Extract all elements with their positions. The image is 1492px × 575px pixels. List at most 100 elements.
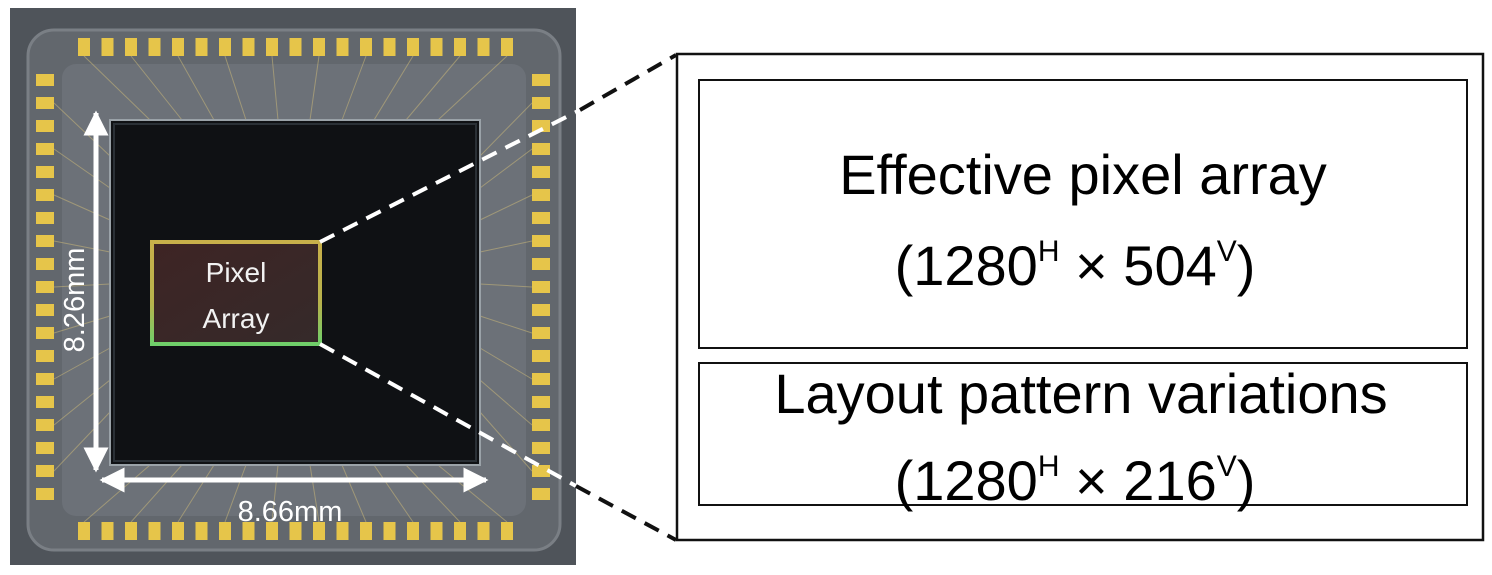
bond-wire bbox=[271, 55, 279, 121]
effective-pixel-array-box bbox=[698, 79, 1468, 349]
effective-size-open: (1280 bbox=[895, 234, 1038, 297]
bond-pad bbox=[125, 522, 137, 540]
bond-pad bbox=[532, 465, 550, 477]
bond-wire bbox=[479, 148, 533, 189]
callout-line-bottom-photo bbox=[319, 342, 577, 488]
layout-pattern-title: Layout pattern variations bbox=[774, 362, 1387, 425]
bond-wire bbox=[479, 347, 533, 380]
bond-pad bbox=[36, 304, 54, 316]
bond-pad bbox=[501, 38, 513, 56]
layout-size-v-sup: V bbox=[1217, 450, 1237, 483]
effective-size-times: × 504 bbox=[1059, 234, 1216, 297]
die-edge-highlight bbox=[113, 123, 477, 462]
bond-pad bbox=[477, 522, 490, 540]
height-dimension-label: 8.26mm bbox=[59, 248, 91, 353]
layout-pattern-box bbox=[698, 362, 1468, 506]
width-dimension-label: 8.66mm bbox=[238, 496, 343, 528]
bond-pad bbox=[532, 166, 550, 178]
bond-pad bbox=[36, 166, 54, 178]
effective-pixel-array-size: (1280H × 504V) bbox=[895, 234, 1256, 297]
bond-pad bbox=[36, 143, 54, 155]
bond-pad bbox=[36, 235, 54, 247]
bond-pad bbox=[532, 97, 550, 109]
callout-line-top-page bbox=[579, 53, 677, 112]
bond-pad bbox=[36, 97, 54, 109]
bond-pad bbox=[532, 212, 550, 224]
layout-size-times: × 216 bbox=[1059, 449, 1216, 512]
bond-pad bbox=[532, 327, 550, 339]
bond-pad bbox=[532, 143, 550, 155]
bond-pad bbox=[313, 38, 325, 56]
effective-size-v-sup: V bbox=[1217, 235, 1237, 268]
bond-pad bbox=[36, 419, 54, 431]
bond-pad bbox=[532, 419, 550, 431]
bond-pad bbox=[532, 396, 550, 408]
bond-pad bbox=[360, 38, 372, 56]
pixel-array-label-line2: Array bbox=[203, 303, 270, 334]
bond-pad bbox=[532, 189, 550, 201]
bond-pad bbox=[36, 442, 54, 454]
effective-pixel-array-title: Effective pixel array bbox=[839, 143, 1327, 206]
bond-pad bbox=[36, 396, 54, 408]
bond-wire bbox=[479, 194, 533, 221]
bond-pad bbox=[360, 522, 372, 540]
bond-pad bbox=[172, 38, 184, 56]
bond-pad bbox=[407, 38, 419, 56]
bond-pad bbox=[532, 488, 550, 500]
bond-pad bbox=[36, 120, 54, 132]
bond-pad bbox=[532, 442, 550, 454]
bond-wire bbox=[437, 55, 508, 121]
bond-pad bbox=[430, 522, 443, 540]
layout-size-close: ) bbox=[1237, 449, 1256, 512]
pixel-array-label-line1: Pixel bbox=[206, 257, 267, 288]
bond-pad bbox=[336, 522, 349, 540]
bond-wire bbox=[479, 240, 533, 253]
bond-pad bbox=[125, 38, 137, 56]
bond-wire bbox=[177, 55, 215, 121]
bond-pad bbox=[36, 465, 54, 477]
bond-pad bbox=[36, 488, 54, 500]
layout-size-h-sup: H bbox=[1038, 450, 1060, 483]
callout-line-top-photo bbox=[319, 108, 581, 244]
bond-pad bbox=[36, 74, 54, 86]
bond-pad bbox=[101, 522, 114, 540]
bond-pad bbox=[219, 38, 231, 56]
bond-pad bbox=[454, 38, 466, 56]
bond-wire bbox=[309, 55, 320, 121]
bond-pad bbox=[36, 350, 54, 362]
bond-pad bbox=[383, 522, 396, 540]
chip-photo: Pixel Array 8.26mm 8.66mm bbox=[10, 8, 576, 565]
bond-pad bbox=[36, 281, 54, 293]
layout-size-open: (1280 bbox=[895, 449, 1038, 512]
bond-pad bbox=[289, 522, 302, 540]
bond-pad bbox=[266, 38, 278, 56]
bond-pad bbox=[101, 38, 114, 56]
bond-pad bbox=[532, 120, 550, 132]
bond-pad bbox=[532, 258, 550, 270]
bond-pad bbox=[219, 522, 231, 540]
bond-pad bbox=[532, 304, 550, 316]
bond-pad bbox=[383, 38, 396, 56]
bond-pad bbox=[195, 38, 208, 56]
bond-wire bbox=[341, 55, 367, 121]
bond-pad bbox=[313, 522, 325, 540]
bond-wire bbox=[479, 379, 533, 426]
zoom-panel: Effective pixel array (1280H × 504V) Lay… bbox=[675, 52, 1485, 542]
bond-pad bbox=[336, 38, 349, 56]
bond-wire bbox=[479, 315, 533, 334]
bond-pad bbox=[532, 74, 550, 86]
bond-wire bbox=[83, 55, 151, 121]
callout-line-bottom-page bbox=[575, 484, 677, 542]
bond-wire bbox=[479, 411, 533, 472]
layout-pattern-size: (1280H × 216V) bbox=[895, 449, 1256, 512]
bond-pad bbox=[36, 212, 54, 224]
bond-pad bbox=[266, 522, 278, 540]
zoom-callout-lines bbox=[319, 53, 677, 542]
bond-pad bbox=[195, 522, 208, 540]
bond-pad-ring bbox=[36, 38, 550, 540]
bond-pad bbox=[78, 38, 90, 56]
bond-pad bbox=[407, 522, 419, 540]
bond-pad bbox=[78, 522, 90, 540]
bond-wire bbox=[130, 55, 183, 121]
